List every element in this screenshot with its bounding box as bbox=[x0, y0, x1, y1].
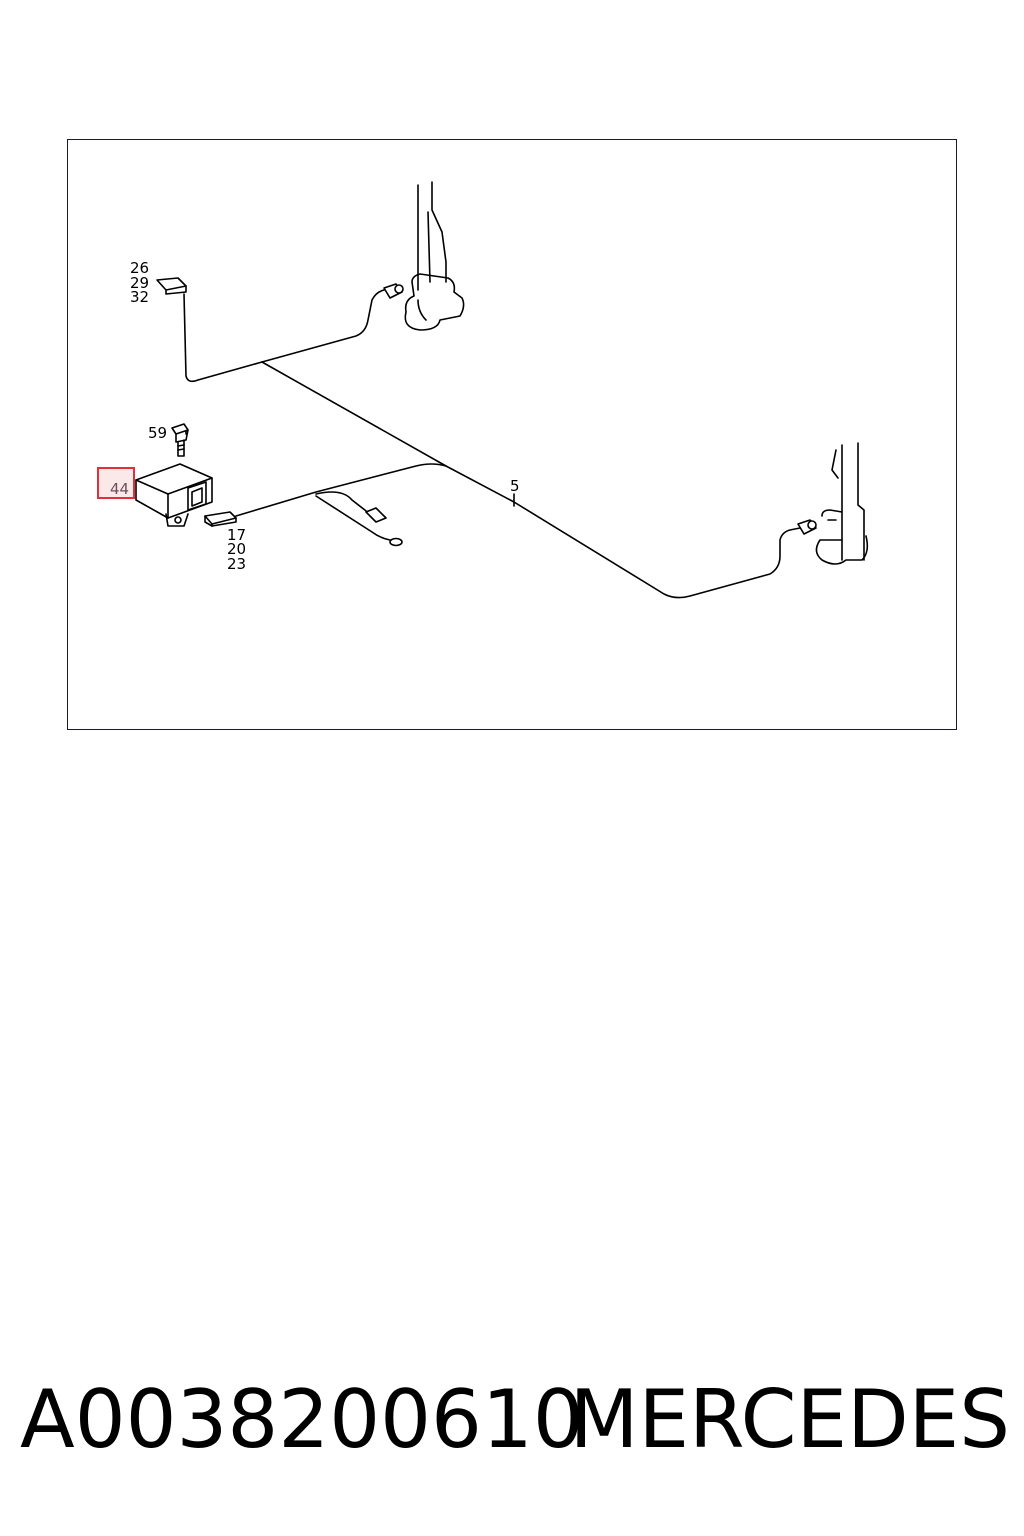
bolt-drawing bbox=[171, 423, 189, 457]
harness-connector-top bbox=[156, 277, 187, 295]
diagram-frame bbox=[67, 139, 957, 730]
ring-terminal bbox=[389, 537, 403, 547]
callout-5: 5 bbox=[510, 477, 520, 495]
module-connector bbox=[204, 511, 237, 527]
callout-17: 17 bbox=[227, 526, 246, 544]
wiring-diagram: 26 29 32 59 44 5 17 20 23 bbox=[97, 181, 869, 599]
footer-caption: A0038200610 MERCEDES bbox=[20, 1370, 1010, 1470]
callout-59: 59 bbox=[148, 424, 167, 442]
control-module-drawing bbox=[135, 463, 213, 527]
highlight-box-44 bbox=[97, 467, 135, 499]
callout-26: 26 bbox=[130, 259, 149, 277]
callout-29: 29 bbox=[130, 274, 149, 292]
lower-strut-drawing bbox=[815, 442, 869, 565]
callout-32: 32 bbox=[130, 288, 149, 306]
branch-sensor-plug bbox=[365, 507, 387, 523]
callout-44: 44 bbox=[110, 480, 129, 498]
strut-sensor-plug-top bbox=[383, 283, 404, 299]
part-number: A0038200610 bbox=[20, 1373, 584, 1466]
upper-strut-drawing bbox=[404, 181, 465, 331]
strut-sensor-plug-bottom bbox=[797, 519, 817, 535]
callout-23: 23 bbox=[227, 555, 246, 573]
wiring-harness bbox=[183, 289, 801, 599]
callout-20: 20 bbox=[227, 540, 246, 558]
brand-name: MERCEDES bbox=[569, 1373, 1010, 1466]
